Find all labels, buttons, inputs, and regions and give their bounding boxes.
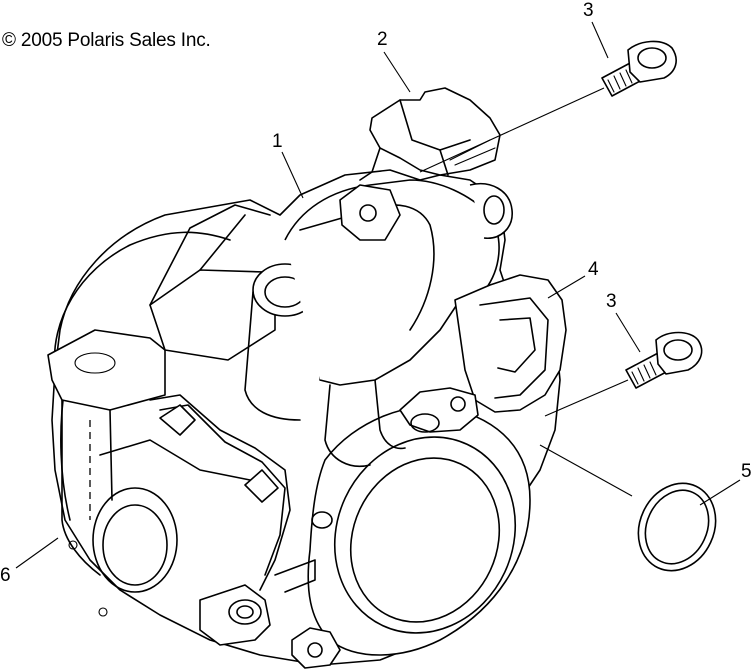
callout-2: 2	[377, 29, 388, 50]
screw-top	[601, 40, 677, 97]
screw-middle	[625, 331, 703, 389]
callout-5: 5	[741, 461, 752, 482]
copyright-notice: © 2005 Polaris Sales Inc.	[2, 30, 211, 51]
callout-3-top: 3	[583, 0, 594, 21]
o-ring	[637, 482, 717, 572]
throttle-body	[47, 87, 567, 669]
callout-4: 4	[588, 259, 599, 280]
leader-lines	[15, 21, 741, 569]
callout-6: 6	[0, 565, 11, 586]
callout-1: 1	[272, 131, 283, 152]
callout-3-middle: 3	[606, 291, 617, 312]
